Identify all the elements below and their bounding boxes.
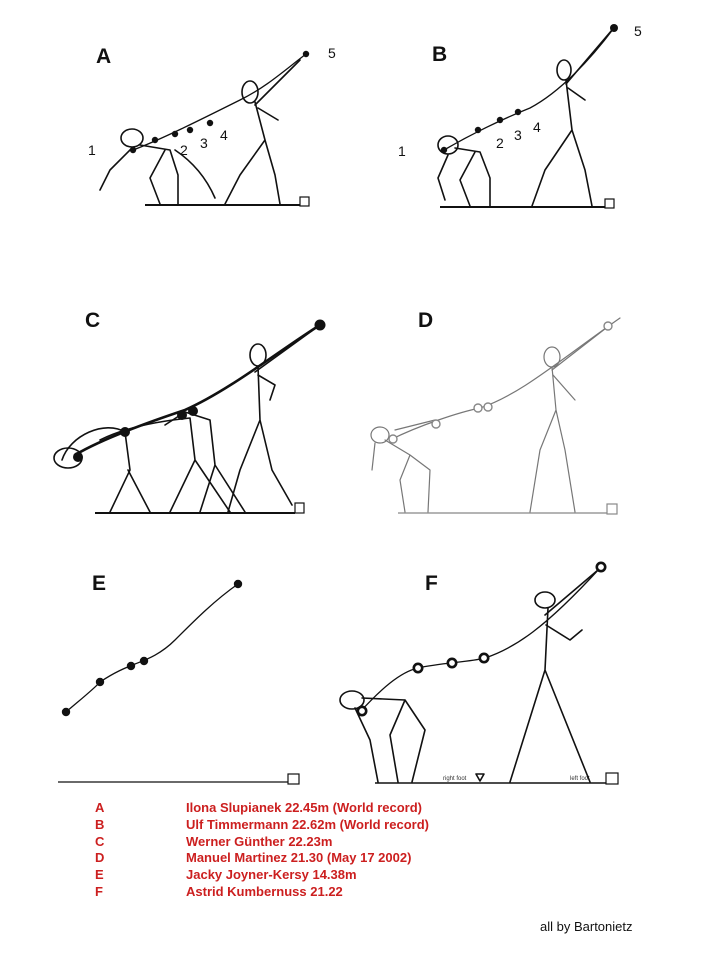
shot-position — [126, 661, 136, 671]
panel-b: B 1 2 3 4 5 — [398, 23, 642, 209]
shot-path — [359, 567, 601, 713]
shot-path — [132, 53, 307, 151]
shot-position — [120, 427, 130, 437]
stop-board — [299, 196, 310, 207]
phase-number: 1 — [88, 142, 96, 158]
legend-key: E — [95, 867, 104, 883]
legend-row-a: A Ilona Slupianek 22.45m (World record) — [95, 800, 655, 817]
phase-number: 2 — [496, 135, 504, 151]
phase-number: 4 — [220, 127, 228, 143]
panel-letter-e: E — [92, 572, 106, 595]
shot-position — [206, 119, 214, 127]
shot-position — [151, 136, 159, 144]
legend-row-c: C Werner Günther 22.23m — [95, 834, 655, 851]
shot-path — [389, 317, 621, 441]
legend-text: Ilona Slupianek 22.45m (World record) — [186, 800, 422, 815]
athlete-release-figure — [509, 569, 599, 783]
shot-position — [610, 24, 618, 32]
shot-position — [603, 321, 613, 331]
phase-number: 2 — [180, 142, 188, 158]
phase-number: 5 — [328, 45, 336, 61]
shot-position — [514, 108, 522, 116]
shot-position — [595, 561, 607, 573]
shot-position — [496, 116, 504, 124]
shot-position — [95, 677, 105, 687]
shot-position — [177, 410, 187, 420]
credit-text: all by Bartonietz — [540, 919, 633, 934]
phase-number: 3 — [514, 127, 522, 143]
shot-position — [474, 126, 482, 134]
legend-row-d: D Manuel Martinez 21.30 (May 17 2002) — [95, 850, 655, 867]
shot-position — [73, 452, 83, 462]
legend-row-f: F Astrid Kumbernuss 21.22 — [95, 884, 655, 901]
shot-position — [129, 146, 137, 154]
phase-number: 1 — [398, 143, 406, 159]
panel-d: D — [370, 309, 621, 515]
shot-position — [440, 146, 448, 154]
legend-text: Werner Günther 22.23m — [186, 833, 333, 849]
legend-text: Astrid Kumbernuss 21.22 — [186, 883, 343, 899]
athlete-start-figure — [437, 135, 491, 207]
legend-text: Ulf Timmermann 22.62m (World record) — [186, 816, 429, 832]
shot-position — [171, 130, 179, 138]
panel-letter-b: B — [432, 43, 447, 66]
shot-path — [443, 27, 615, 151]
athlete-start-figure — [370, 419, 436, 513]
panel-letter-c: C — [85, 309, 100, 332]
shot-position — [478, 652, 490, 664]
panel-f: F right foot left foot — [339, 561, 619, 785]
legend-key: B — [95, 816, 105, 832]
shot-position — [356, 705, 368, 717]
stop-board — [294, 502, 305, 514]
legend-text: Manuel Martinez 21.30 (May 17 2002) — [186, 850, 412, 866]
shot-position — [302, 50, 310, 58]
athlete-release-figure — [224, 59, 301, 205]
shot-position — [139, 656, 149, 666]
right-foot-marker — [475, 773, 485, 782]
legend-row-b: B Ulf Timmermann 22.62m (World record) — [95, 817, 655, 834]
phase-number: 4 — [533, 119, 541, 135]
shot-path — [73, 323, 322, 457]
panel-a: A 1 2 3 4 5 — [88, 45, 336, 207]
shot-position — [233, 579, 243, 589]
left-foot-label: left foot — [570, 776, 590, 782]
shot-position — [446, 657, 458, 669]
stop-board — [604, 198, 615, 209]
panel-c: C — [53, 309, 326, 514]
shot-position — [412, 662, 424, 674]
legend-key: F — [95, 883, 103, 899]
phase-number: 3 — [200, 135, 208, 151]
shot-position — [473, 403, 483, 413]
panel-letter-f: F — [425, 572, 438, 595]
legend: A Ilona Slupianek 22.45m (World record) … — [95, 800, 655, 901]
shot-position — [186, 126, 194, 134]
stop-board — [287, 773, 300, 785]
right-foot-label: right foot — [443, 776, 467, 782]
legend-text: Jacky Joyner-Kersy 14.38m — [186, 867, 357, 883]
legend-row-e: E Jacky Joyner-Kersy 14.38m — [95, 867, 655, 884]
panel-letter-a: A — [96, 45, 111, 68]
athlete-release-figure — [529, 324, 611, 513]
shot-position — [188, 406, 198, 416]
athlete-start-figure — [339, 690, 426, 783]
stop-board — [605, 772, 619, 785]
shot-position — [483, 402, 493, 412]
shot-position — [314, 319, 326, 331]
panel-e: E — [58, 572, 300, 785]
legend-key: D — [95, 850, 105, 866]
athlete-release-figure — [531, 29, 613, 207]
stop-board — [606, 503, 618, 515]
phase-number: 5 — [634, 23, 642, 39]
panel-letter-d: D — [418, 309, 433, 332]
legend-key: A — [95, 800, 105, 815]
shot-path — [65, 583, 239, 713]
legend-key: C — [95, 833, 105, 849]
shot-put-diagram: A 1 2 3 4 5 B 1 2 3 4 5 — [53, 23, 642, 785]
shot-position — [431, 419, 441, 429]
shot-position — [388, 434, 398, 444]
shot-position — [61, 707, 71, 717]
